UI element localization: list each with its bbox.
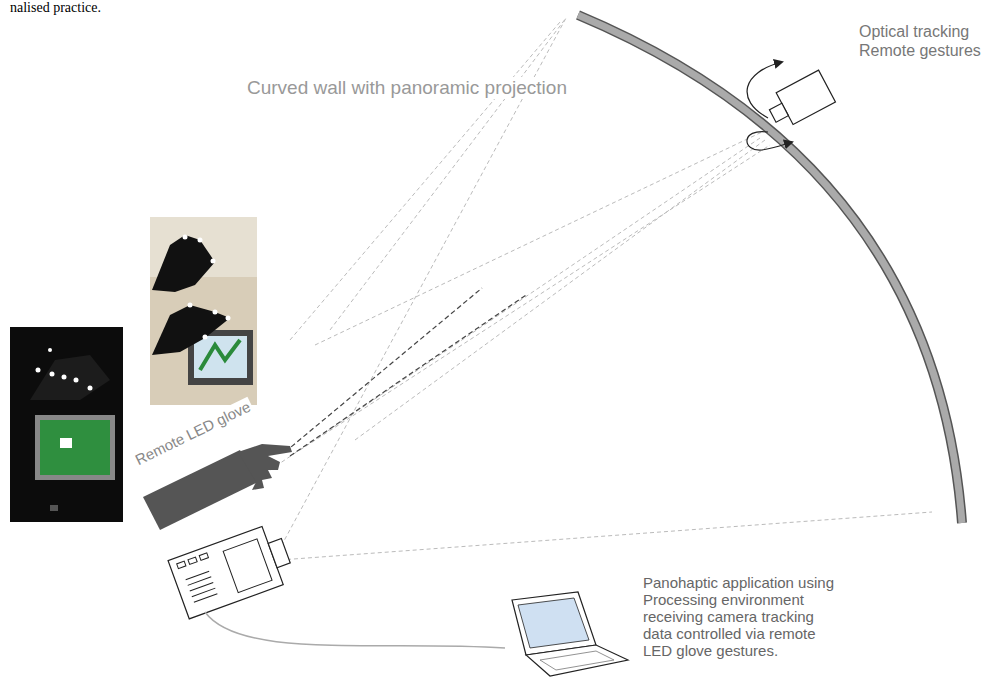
pan-arrow xyxy=(747,132,792,151)
projection-lines xyxy=(270,18,932,560)
pointing-lines xyxy=(285,288,526,456)
glove-photo xyxy=(150,217,257,405)
page-fragment: nalised practice. xyxy=(8,0,103,16)
tilt-arrow xyxy=(747,62,782,118)
camera-label: Optical tracking Remote gestures xyxy=(857,22,993,60)
wall-label: Curved wall with panoramic projection xyxy=(245,77,569,99)
curved-wall-fill xyxy=(578,15,962,523)
projector xyxy=(168,522,296,619)
application-label: Panohaptic application using Processing … xyxy=(641,574,841,659)
led-glove xyxy=(143,444,292,530)
cable xyxy=(205,612,505,648)
dark-photo xyxy=(10,327,123,522)
laptop xyxy=(512,592,628,676)
camera xyxy=(764,70,836,131)
curved-wall xyxy=(578,15,962,523)
